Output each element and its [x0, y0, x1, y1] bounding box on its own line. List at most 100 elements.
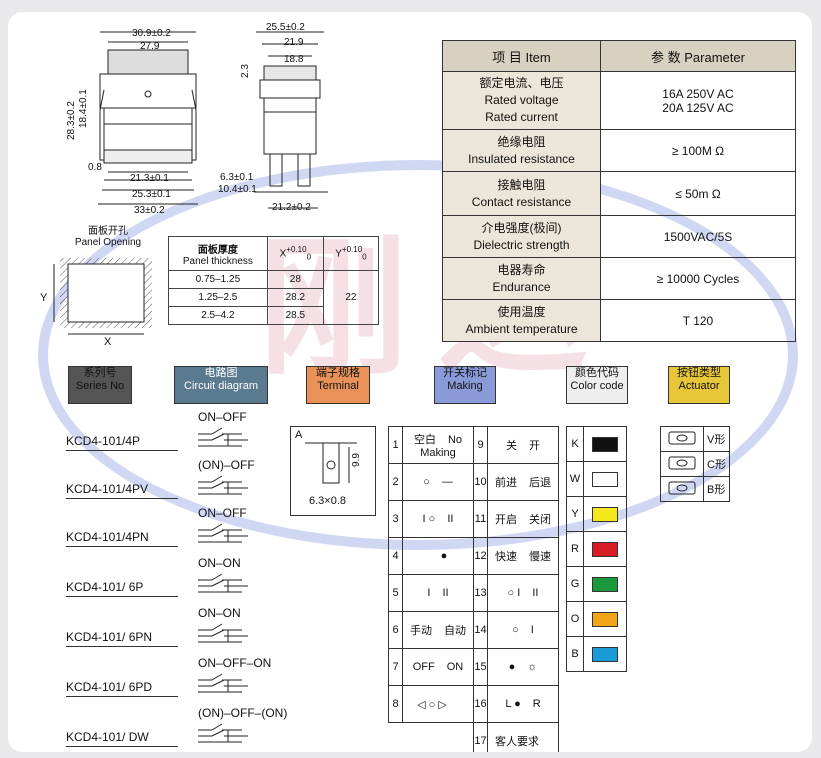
series-number: KCD4-101/4PN: [66, 530, 149, 544]
actuator-row: C形: [660, 451, 730, 477]
making-symbol-a: 手动: [410, 625, 432, 637]
making-symbol: 前进后退: [487, 463, 559, 501]
circuit-line: [198, 673, 242, 693]
color-code: R: [566, 531, 584, 567]
color-swatch-cell: [583, 426, 627, 462]
color-swatch-cell: [583, 601, 627, 637]
dim-label: 33±0.2: [134, 205, 165, 216]
making-symbol-a: I: [427, 587, 431, 599]
dim-label: 18.8: [284, 54, 304, 65]
terminal-drawing: [305, 442, 357, 484]
actuator-shape-icon: [668, 456, 696, 469]
param-label: 介电强度(极间)Dielectric strength: [442, 215, 601, 258]
circuit-line: [198, 427, 242, 447]
color-row: O: [566, 601, 627, 637]
circuit-line: [198, 433, 248, 441]
making-empty: [389, 723, 474, 753]
series-underline: [66, 746, 178, 747]
color-row: K: [566, 426, 627, 462]
dim-label: 21.2±0.2: [272, 202, 311, 213]
color-swatch: [592, 436, 618, 452]
panel-y-label: Y: [40, 292, 48, 304]
dim-label: 0.8: [88, 162, 102, 173]
making-symbol: 开启关闭: [487, 500, 559, 538]
panel-row-x: 28.5: [266, 306, 324, 325]
circuit-line: [198, 629, 248, 637]
making-number: 17: [473, 722, 488, 752]
circuit-line: [198, 623, 242, 643]
color-swatch: [592, 646, 618, 662]
making-number: 1: [388, 426, 403, 464]
making-symbol-b: 后退: [529, 477, 551, 489]
series-underline: [66, 596, 178, 597]
making-symbol-b: R: [532, 698, 541, 710]
circuit-diagram: [198, 573, 248, 593]
series-number: KCD4-101/ 6P: [66, 580, 144, 594]
making-number: 12: [473, 537, 488, 575]
circuit-diagram: [198, 475, 248, 495]
making-symbol: I ○II: [402, 500, 474, 538]
making-symbol-a: ◁ ○ ▷: [417, 698, 447, 711]
circuit-diagram: [198, 723, 248, 743]
series-number: KCD4-101/4P: [66, 434, 141, 448]
making-symbol-b: 自动: [444, 625, 466, 637]
making-number: 3: [388, 500, 403, 538]
panel-row-thickness: 1.25–2.5: [168, 288, 268, 307]
color-swatch: [592, 576, 618, 592]
circuit-diagram: [198, 623, 248, 643]
making-symbol: ●☼: [487, 648, 559, 686]
dim-label: 30.9±0.2: [132, 28, 171, 39]
actuator-shape-icon: [668, 481, 696, 494]
making-symbol-a: L ●: [505, 698, 521, 710]
color-row: Y: [566, 496, 627, 532]
side-view-drawing: [254, 31, 328, 209]
making-symbol-b: ON: [446, 661, 464, 673]
making-symbol-a: ○: [512, 624, 519, 636]
dim-label: 21.9: [284, 37, 304, 48]
panel-x-label: X: [104, 336, 112, 348]
dim-label: 10.4±0.1: [218, 184, 257, 195]
series-underline: [66, 646, 178, 647]
making-symbol: 客人要求: [487, 722, 559, 752]
panel-y-header: Y+0.100: [322, 236, 380, 271]
terminal-size: 6.3×0.8: [309, 495, 347, 507]
color-swatch-cell: [583, 496, 627, 532]
making-number: 8: [388, 685, 403, 723]
making-symbol-a: ○ I: [507, 587, 521, 599]
color-swatch: [592, 611, 618, 627]
making-number: 6: [388, 611, 403, 649]
circuit-line: [198, 729, 248, 737]
making-symbol-a: I ○: [422, 513, 436, 525]
panel-row-x: 28.2: [266, 288, 324, 307]
series-number: KCD4-101/ 6PD: [66, 680, 153, 694]
actuator-shape-icon: [668, 431, 696, 444]
circuit-line: [198, 475, 242, 495]
color-code: W: [566, 461, 584, 497]
making-number: 15: [473, 648, 488, 686]
circuit-line: [198, 481, 248, 489]
making-number: 4: [388, 537, 403, 575]
terminal-box: A 9.9 6.3×0.8: [290, 426, 376, 516]
actuator-label: V形: [703, 426, 730, 452]
circuit-state-label: ON–ON: [198, 556, 241, 570]
making-symbol-b: —: [441, 476, 453, 488]
front-view-drawing: [98, 31, 198, 205]
dim-label: 2.3: [240, 64, 251, 78]
making-symbol-b: I: [530, 624, 534, 636]
terminal-dim-height: 9.9: [351, 453, 362, 467]
